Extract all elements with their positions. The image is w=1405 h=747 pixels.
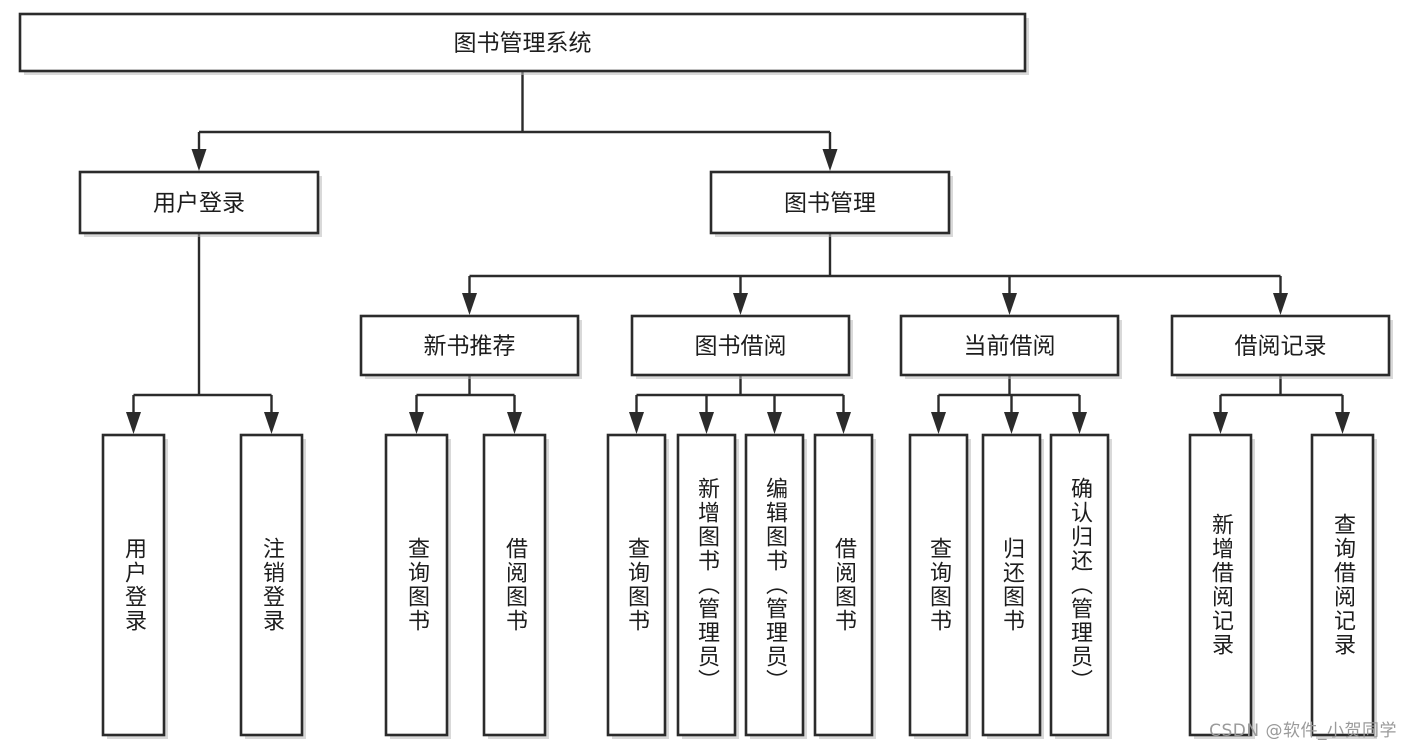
node-leaf-user-login[interactable]: [101, 433, 168, 739]
node-leaf-bo-borrow[interactable]: [813, 433, 876, 739]
node-box[interactable]: [606, 433, 667, 737]
node-label: 图书借阅: [695, 334, 787, 360]
node-box[interactable]: [101, 433, 166, 737]
node-box[interactable]: [1170, 314, 1391, 377]
node-box[interactable]: [239, 433, 304, 737]
node-leaf-nb-query[interactable]: [384, 433, 451, 739]
node-box[interactable]: [1188, 433, 1253, 737]
node-box[interactable]: [384, 433, 449, 737]
node-box[interactable]: [630, 314, 851, 377]
node-box[interactable]: [18, 12, 1027, 73]
node-box[interactable]: [676, 433, 737, 737]
node-label: 新书推荐: [424, 334, 516, 360]
node-box[interactable]: [981, 433, 1042, 737]
node-leaf-logout[interactable]: [239, 433, 306, 739]
node-label: 借阅记录: [1235, 334, 1327, 360]
node-root[interactable]: 图书管理系统: [18, 12, 1029, 75]
node-box[interactable]: [744, 433, 805, 737]
node-box[interactable]: [1049, 433, 1110, 737]
node-box[interactable]: [899, 314, 1120, 377]
node-record[interactable]: 借阅记录: [1170, 314, 1393, 379]
node-leaf-bo-query[interactable]: [606, 433, 669, 739]
node-box[interactable]: [78, 170, 320, 235]
node-leaf-nb-borrow[interactable]: [482, 433, 549, 739]
node-box[interactable]: [482, 433, 547, 737]
node-label: 当前借阅: [964, 334, 1056, 360]
node-login[interactable]: 用户登录: [78, 170, 322, 237]
node-leaf-cu-return[interactable]: [981, 433, 1044, 739]
node-leaf-cu-query[interactable]: [908, 433, 971, 739]
node-box[interactable]: [908, 433, 969, 737]
node-box[interactable]: [1310, 433, 1375, 737]
node-box[interactable]: [709, 170, 951, 235]
node-label: 用户登录: [153, 191, 245, 217]
watermark-text: CSDN @软件_小贺同学: [1209, 721, 1397, 741]
edge-layer: [126, 71, 1350, 434]
node-newbook[interactable]: 新书推荐: [359, 314, 582, 379]
node-leaf-re-add[interactable]: [1188, 433, 1255, 739]
node-leaf-bo-add[interactable]: [676, 433, 739, 739]
node-current[interactable]: 当前借阅: [899, 314, 1122, 379]
node-bookmgmt[interactable]: 图书管理: [709, 170, 953, 237]
node-borrow[interactable]: 图书借阅: [630, 314, 853, 379]
node-leaf-re-query[interactable]: [1310, 433, 1377, 739]
node-label: 图书管理系统: [454, 31, 592, 57]
node-box[interactable]: [813, 433, 874, 737]
node-leaf-cu-confirm[interactable]: [1049, 433, 1112, 739]
node-label: 图书管理: [784, 191, 876, 217]
node-leaf-bo-edit[interactable]: [744, 433, 807, 739]
node-box[interactable]: [359, 314, 580, 377]
